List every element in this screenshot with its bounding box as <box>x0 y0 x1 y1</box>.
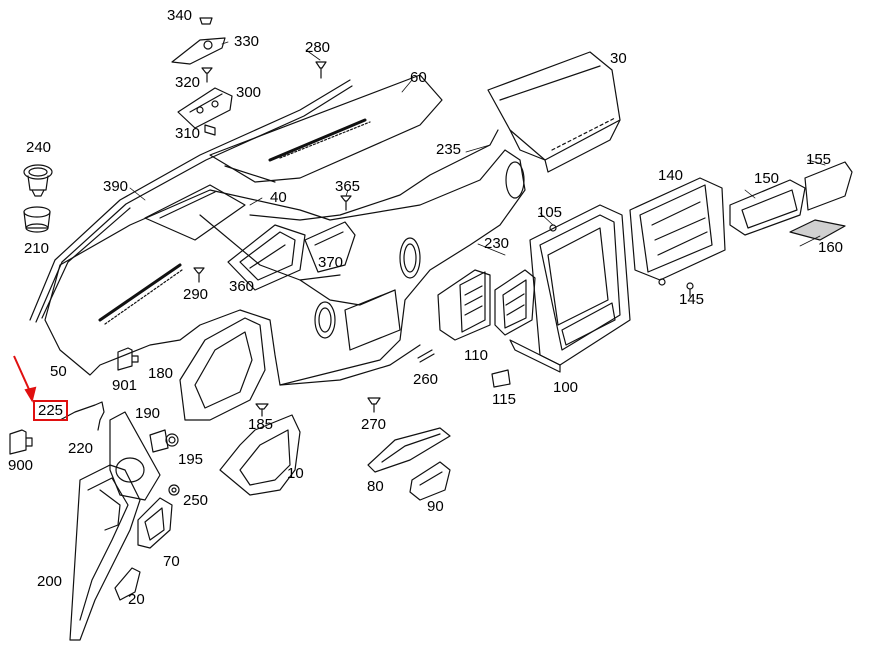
label-part-370: 370 <box>318 254 344 271</box>
part-225-wire <box>59 401 105 431</box>
label-part-10: 10 <box>287 465 304 482</box>
label-part-40: 40 <box>270 189 287 206</box>
label-part-220: 220 <box>68 440 94 457</box>
label-part-115: 115 <box>492 391 516 408</box>
part-220-panel <box>109 411 161 501</box>
part-210-clip <box>23 206 51 233</box>
label-part-140: 140 <box>658 167 684 184</box>
label-part-360: 360 <box>229 278 255 295</box>
part-20-clip <box>114 567 141 601</box>
leader-lines <box>129 41 826 256</box>
part-240-clip <box>23 164 53 197</box>
label-part-155: 155 <box>806 151 832 168</box>
label-part-330: 330 <box>234 33 260 50</box>
label-part-240: 240 <box>26 139 52 156</box>
highlight-arrow <box>13 355 37 403</box>
part-115-switch <box>491 369 511 388</box>
part-80-trim <box>367 427 451 473</box>
part-70-bracket <box>137 497 173 549</box>
part-90-vent <box>409 461 451 501</box>
label-part-390: 390 <box>103 178 129 195</box>
part-190-switch <box>149 429 169 453</box>
label-part-20: 20 <box>128 591 145 608</box>
label-part-50: 50 <box>50 363 67 380</box>
part-100-center-frame <box>509 204 631 373</box>
part-110-vent <box>437 269 491 341</box>
part-10-lower-panel <box>219 414 301 496</box>
label-part-110: 110 <box>464 347 488 364</box>
label-part-225-highlighted: 225 <box>33 400 69 421</box>
part-cluster-hood <box>179 317 266 421</box>
part-330-cover <box>171 17 226 65</box>
label-part-160: 160 <box>818 239 844 256</box>
label-part-105: 105 <box>537 204 563 221</box>
label-part-90: 90 <box>427 498 444 515</box>
label-part-320: 320 <box>175 74 201 91</box>
part-200-side-cover <box>69 464 141 641</box>
label-part-60: 60 <box>410 69 427 86</box>
label-part-280: 280 <box>305 39 331 56</box>
part-300-bracket <box>177 87 233 136</box>
label-part-185: 185 <box>248 416 274 433</box>
part-50-dashboard-body <box>44 149 526 386</box>
label-part-901: 901 <box>112 377 138 394</box>
label-part-250: 250 <box>183 492 209 509</box>
part-155-panel <box>804 161 853 211</box>
label-part-365: 365 <box>335 178 361 195</box>
fasteners <box>168 61 694 496</box>
label-part-300: 300 <box>236 84 262 101</box>
part-900-connector <box>9 429 33 455</box>
label-part-80: 80 <box>367 478 384 495</box>
label-part-150: 150 <box>754 170 780 187</box>
label-part-230: 230 <box>484 235 510 252</box>
label-part-190: 190 <box>135 405 161 422</box>
label-part-900: 900 <box>8 457 34 474</box>
part-160-seal <box>789 219 846 241</box>
part-901-connector <box>117 347 139 371</box>
label-part-290: 290 <box>183 286 209 303</box>
label-part-340: 340 <box>167 7 193 24</box>
label-part-30: 30 <box>610 50 627 67</box>
label-part-200: 200 <box>37 573 63 590</box>
label-part-195: 195 <box>178 451 204 468</box>
label-part-310: 310 <box>175 125 201 142</box>
label-part-70: 70 <box>163 553 180 570</box>
label-part-270: 270 <box>361 416 387 433</box>
part-370-cover <box>304 221 356 273</box>
part-40-bracket <box>144 184 246 241</box>
label-part-260: 260 <box>413 371 439 388</box>
label-part-180: 180 <box>148 365 174 382</box>
part-30-airbag-cover <box>487 51 621 173</box>
label-part-100: 100 <box>553 379 579 396</box>
part-150-vent-frame <box>729 179 806 236</box>
label-part-145: 145 <box>679 291 705 308</box>
label-part-235: 235 <box>436 141 462 158</box>
part-140-vent-housing <box>629 177 726 286</box>
part-360-module <box>227 224 306 291</box>
part-60-dash-top <box>209 74 443 183</box>
label-part-210: 210 <box>24 240 50 257</box>
part-195-switch <box>165 433 179 447</box>
part-230-vent <box>494 269 536 336</box>
